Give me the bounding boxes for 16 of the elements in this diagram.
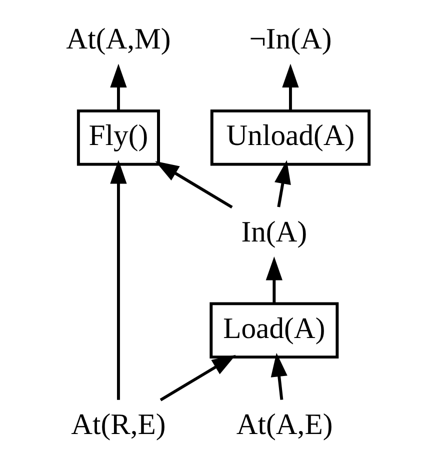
arrow [110,64,126,111]
node-text: In(A) [240,216,307,248]
arrow [159,354,236,402]
node-text: At(A,E) [236,409,332,442]
node-box: Load(A) [209,302,338,359]
node-box: Unload(A) [210,109,370,166]
node-text: At(R,E) [70,409,166,442]
arrow [110,160,126,400]
node-text: At(A,M) [66,24,170,56]
arrow [270,352,287,400]
arrow [265,256,282,304]
node-box: Fly() [76,109,160,166]
arrow [154,161,232,208]
arrow [282,64,298,111]
node-text: ¬In(A) [248,24,332,56]
arrow [274,160,290,208]
